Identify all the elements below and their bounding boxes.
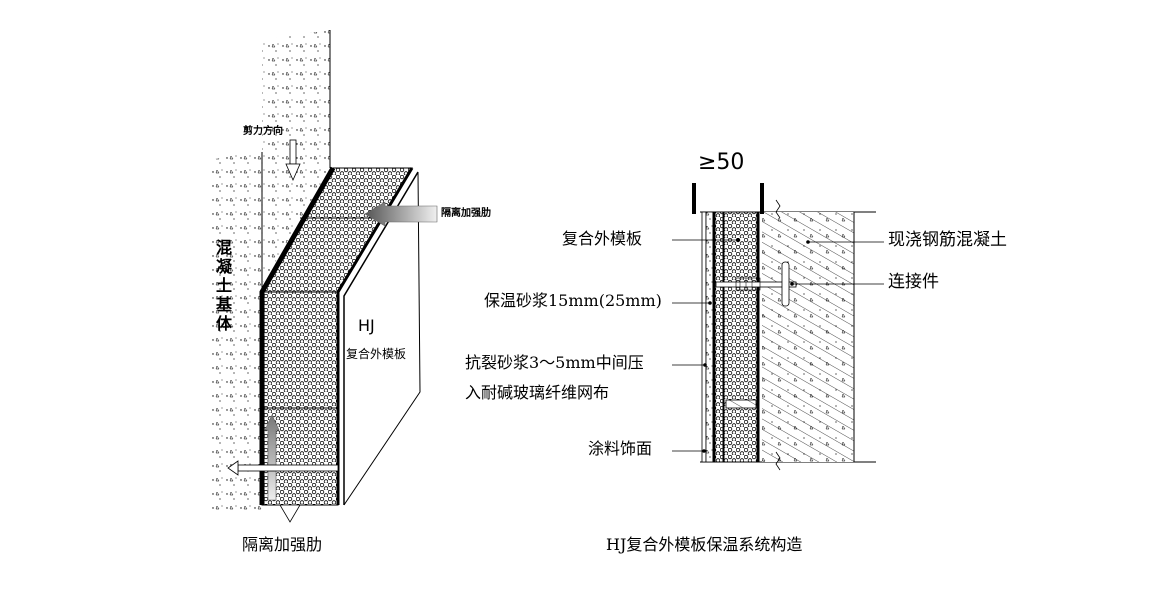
panel-code-label: HJ [358, 316, 375, 335]
left-figure-drawing [210, 30, 438, 523]
rib-arrow [364, 201, 438, 227]
dimension-label: ≥50 [698, 150, 745, 175]
concrete-char: 混 [216, 238, 233, 257]
shear-direction-label: 剪力方向 [243, 126, 283, 137]
connector-label: 连接件 [888, 272, 939, 292]
rib-label: 隔离加强肋 [441, 208, 491, 219]
anti-crack-label-line1: 抗裂砂浆3～5mm中间压 [465, 353, 644, 372]
concrete-char: 基 [216, 295, 233, 314]
connector-part [715, 261, 797, 307]
concrete-base-area [210, 150, 262, 510]
connector-bolt [227, 460, 339, 476]
concrete-char: 体 [216, 314, 233, 333]
concrete-char: 凝 [216, 257, 233, 276]
right-caption: HJ复合外模板保温系统构造 [606, 535, 803, 554]
insulation-mortar-label: 保温砂浆15mm(25mm) [484, 291, 662, 310]
cast-concrete-label: 现浇钢筋混凝土 [888, 230, 1007, 250]
panel-name-label: 复合外模板 [346, 347, 407, 361]
panel-outline [343, 171, 421, 506]
dimension-marker [692, 183, 764, 214]
shear-arrow [285, 139, 301, 181]
reinforcement-arrow [264, 414, 301, 523]
concrete-base-label: 混 凝 土 基 体 [216, 240, 236, 332]
insulation-layer [723, 211, 759, 463]
concrete-char: 土 [216, 276, 233, 295]
right-figure-drawing [672, 183, 884, 471]
finish-coat-label: 涂料饰面 [588, 439, 653, 458]
anti-crack-label-line2: 入耐碱玻璃纤维网布 [465, 383, 610, 402]
composite-board-label: 复合外模板 [562, 229, 643, 248]
left-caption: 隔离加强肋 [242, 535, 323, 554]
